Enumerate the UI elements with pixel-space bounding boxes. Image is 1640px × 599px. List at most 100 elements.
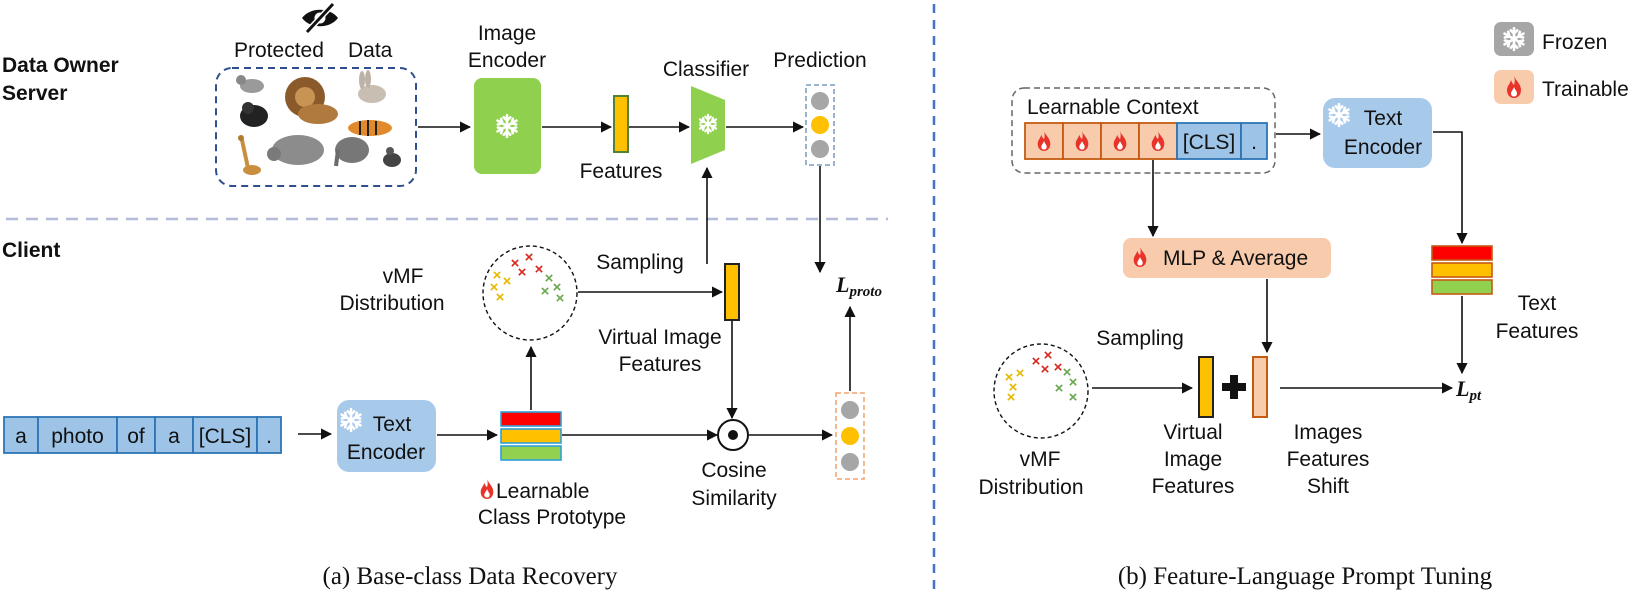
text-feature-red [1431,245,1493,261]
vmf-distribution-circle [482,245,578,341]
data-owner-server-label-line2: Server [2,82,67,105]
prompt-token-label: a [168,425,180,448]
images-features-shift-label: Images [1294,421,1363,444]
vmf-label: vMF [383,265,424,288]
caption-a: (a) Base-class Data Recovery [323,563,618,590]
prompt-token[interactable] [37,416,118,454]
image-encoder-label: Image [478,22,536,45]
svg-text:×: × [1069,374,1078,391]
prediction-label: Prediction [773,49,866,72]
sample-points: × × × × × × × × × × × × [490,249,565,307]
learnable-class-prototype-label: Learnable [496,480,589,503]
period-token[interactable] [1240,122,1268,160]
svg-text:×: × [1007,389,1016,406]
data-owner-server-label: Data Owner [2,54,119,77]
features-shift-vector [1252,356,1268,418]
prompt-token[interactable] [154,416,194,454]
caption-b: (b) Feature-Language Prompt Tuning [1118,563,1493,590]
vmf-label-line2: Distribution [339,292,444,315]
svg-text:×: × [1044,347,1053,364]
lion-image [285,77,338,124]
svg-text:×: × [518,264,527,281]
virtual-image-features-label-line2: Features [619,353,702,376]
virtual-image-features-label: Virtual [1163,421,1222,444]
prediction-box [805,84,835,166]
svg-text:×: × [1054,359,1063,376]
images-features-shift-label-line2: Features [1287,448,1370,471]
virtual-image-features-label: Virtual Image [598,326,721,349]
prompt-token-label: a [15,425,27,448]
svg-text:×: × [541,283,550,300]
virtual-image-feature-vector [724,263,740,321]
svg-text:×: × [535,261,544,278]
eye-slash-icon [302,1,338,35]
cosine-similarity-label: Cosine [701,459,766,482]
learnable-context-label: Learnable Context [1027,96,1199,119]
vmf-distribution-circle [993,343,1089,439]
svg-text:×: × [490,279,499,296]
mlp-average-block [1123,238,1331,278]
image-encoder-label-line2: Encoder [468,49,546,72]
text-features-label-line2: Features [1496,320,1579,343]
prompt-token-label: of [127,425,145,448]
prompt-token[interactable] [256,416,282,454]
text-feature-green [1431,279,1493,295]
l-proto-label: Lproto [835,272,882,300]
animal-images [236,70,401,175]
virtual-image-features-label-line2: Image [1164,448,1222,471]
protected-data-box [215,67,417,187]
text-features-label: Text [1518,292,1557,315]
virtual-image-features-label-line3: Features [1152,475,1235,498]
learnable-context-box [1011,87,1276,174]
prompt-token-label: [CLS] [199,425,252,448]
prompt-token-label: photo [51,425,104,448]
svg-text:×: × [1055,380,1064,397]
period-token-label: . [1251,131,1257,154]
svg-text:×: × [1041,361,1050,378]
svg-text:×: × [553,279,562,296]
giraffe-image [238,135,261,175]
cls-token[interactable] [1176,122,1242,160]
client-label: Client [2,239,60,262]
tiger-image [348,120,392,136]
svg-text:×: × [525,249,534,266]
prediction-dot [811,116,829,134]
features-label: Features [580,160,663,183]
feature-vector [613,95,629,153]
similarity-output-box [835,392,865,480]
mlp-average-label: MLP & Average [1163,247,1308,270]
cosine-similarity-dot [728,430,738,440]
svg-text:×: × [493,267,502,284]
class-prototype-green [500,445,562,461]
legend-frozen-label: Frozen [1542,31,1607,54]
rabbit-image [358,70,386,103]
classifier-label: Classifier [663,58,749,81]
text-feature-yellow [1431,262,1493,278]
svg-text:×: × [511,255,520,272]
plus-icon [1222,375,1246,399]
similarity-dot [841,401,859,419]
virtual-image-feature-vector [1198,356,1214,418]
svg-text:×: × [503,273,512,290]
prompt-token-label: . [266,425,272,448]
svg-text:×: × [1016,365,1025,382]
svg-text:×: × [1005,369,1014,386]
class-prototype-red [500,411,562,427]
svg-text:×: × [1009,379,1018,396]
l-pt-label: Lpt [1455,376,1482,404]
images-features-shift-label-line3: Shift [1307,475,1349,498]
text-encoder-block [337,400,436,472]
legend-trainable-label: Trainable [1542,78,1629,101]
svg-text:×: × [1032,353,1041,370]
arrow [1433,131,1468,245]
svg-text:×: × [556,290,565,307]
context-token-row [1024,122,1178,160]
vmf-label: vMF [1020,448,1061,471]
data-label: Data [348,39,393,62]
flame-icon [480,479,494,499]
cat-image [236,75,264,93]
svg-text:×: × [496,289,505,306]
cls-token-label: [CLS] [1183,131,1236,154]
protected-label: Protected [234,39,324,62]
